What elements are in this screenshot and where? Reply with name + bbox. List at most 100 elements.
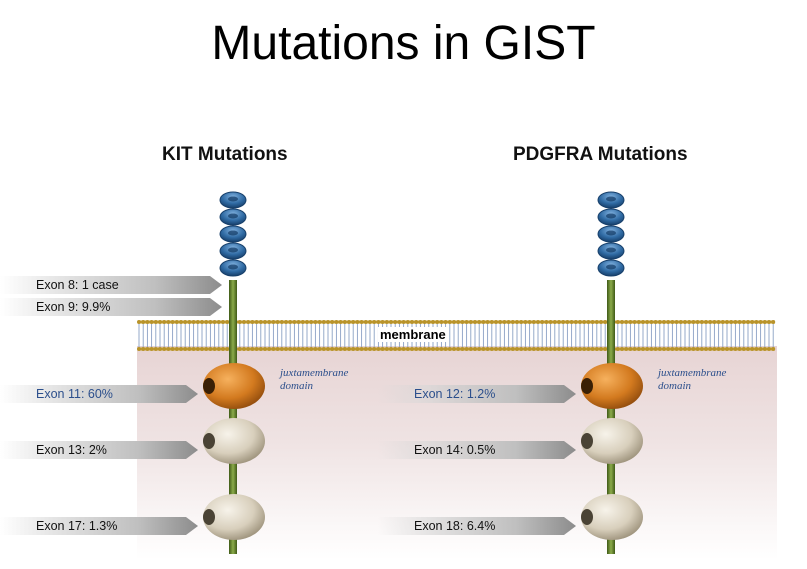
lipid-head — [242, 347, 246, 351]
lipid-head — [389, 320, 393, 324]
lipid-head — [191, 347, 196, 351]
lipid-head — [674, 320, 679, 324]
lipid-head — [355, 320, 360, 324]
lipid-head — [359, 320, 364, 324]
lipid-head — [384, 347, 389, 351]
lipid-head — [317, 320, 322, 324]
lipid-head — [326, 320, 330, 324]
lipid-head — [174, 320, 179, 324]
lipid-head — [246, 347, 251, 351]
lipid-head — [149, 320, 154, 324]
lipid-head — [624, 347, 629, 351]
lipid-head — [657, 320, 662, 324]
pdgfra-juxtamembrane-label: juxtamembrane domain — [658, 367, 727, 392]
lipid-head — [733, 320, 738, 324]
lipid-head — [594, 320, 599, 324]
pdgfra-column-title: PDGFRA Mutations — [513, 144, 688, 165]
lipid-head — [708, 347, 713, 351]
lipid-head — [649, 347, 654, 351]
lipid-head — [515, 320, 519, 324]
lipid-head — [258, 347, 263, 351]
lipid-head — [662, 320, 666, 324]
lipid-head — [468, 347, 473, 351]
lipid-head — [552, 320, 557, 324]
lipid-head — [162, 347, 167, 351]
lipid-head — [704, 320, 708, 324]
lipid-head — [380, 320, 385, 324]
lipid-head — [237, 347, 242, 351]
lipid-head — [305, 320, 309, 324]
lipid-head — [578, 320, 582, 324]
lipid-head — [426, 320, 431, 324]
lipid-head — [263, 347, 267, 351]
lipid-head — [536, 347, 540, 351]
kit-kinase-domain-2 — [203, 494, 265, 540]
lipid-head — [279, 347, 284, 351]
lipid-head — [284, 320, 288, 324]
kit-kinase-domain-1 — [203, 418, 265, 464]
lipid-head — [716, 320, 721, 324]
lipid-head — [187, 320, 192, 324]
lipid-head — [183, 320, 188, 324]
lipid-head — [477, 347, 482, 351]
lipid-head — [418, 347, 423, 351]
lipid-head — [342, 320, 347, 324]
lipid-head — [750, 347, 755, 351]
lipid-head — [683, 320, 687, 324]
lipid-head — [426, 347, 431, 351]
lipid-head — [636, 347, 641, 351]
lipid-head — [750, 320, 755, 324]
kit-juxtamembrane-pocket — [203, 378, 215, 394]
lipid-head — [515, 347, 519, 351]
lipid-head — [279, 320, 284, 324]
lipid-head — [200, 347, 204, 351]
lipid-head — [691, 347, 696, 351]
lipid-head — [321, 347, 326, 351]
membrane-label: membrane — [378, 327, 448, 342]
lipid-head — [145, 320, 150, 324]
lipid-head — [733, 347, 738, 351]
lipid-head — [137, 347, 141, 351]
lipid-head — [670, 347, 675, 351]
lipid-head — [225, 320, 230, 324]
pdgfra-kinase-domain-2 — [581, 494, 643, 540]
lipid-head — [225, 347, 230, 351]
lipid-head — [435, 347, 440, 351]
lipid-head — [292, 347, 297, 351]
lipid-head — [561, 320, 566, 324]
kit-exon11-arrow: Exon 11: 60% — [0, 385, 198, 403]
lipid-head — [254, 320, 259, 324]
pdgfra-ig-domain-hole — [606, 196, 616, 202]
lipid-head — [271, 347, 276, 351]
lipid-head — [662, 347, 666, 351]
lipid-head — [296, 320, 301, 324]
lipid-head — [548, 347, 553, 351]
lipid-head — [741, 347, 746, 351]
kit-receptor — [203, 191, 265, 554]
kit-transmembrane-stalk — [229, 280, 237, 554]
lipid-head — [641, 347, 645, 351]
lipid-head — [628, 320, 633, 324]
lipid-head — [410, 320, 414, 324]
lipid-head — [208, 347, 213, 351]
lipid-head — [296, 347, 301, 351]
lipid-head — [481, 347, 486, 351]
lipid-head — [754, 320, 759, 324]
kit-exon17-arrow: Exon 17: 1.3% — [0, 517, 198, 535]
lipid-head — [195, 320, 200, 324]
lipid-head — [519, 320, 524, 324]
lipid-head — [242, 320, 246, 324]
lipid-head — [674, 347, 679, 351]
lipid-head — [519, 347, 524, 351]
lipid-head — [678, 320, 683, 324]
lipid-head — [687, 320, 692, 324]
lipid-head — [166, 320, 171, 324]
lipid-head — [704, 347, 708, 351]
lipid-head — [628, 347, 633, 351]
lipid-head — [447, 320, 452, 324]
lipid-head — [351, 347, 356, 351]
pdgfra-exon14-arrow: Exon 14: 0.5% — [378, 441, 576, 459]
lipid-head — [431, 320, 435, 324]
lipid-head — [737, 347, 742, 351]
